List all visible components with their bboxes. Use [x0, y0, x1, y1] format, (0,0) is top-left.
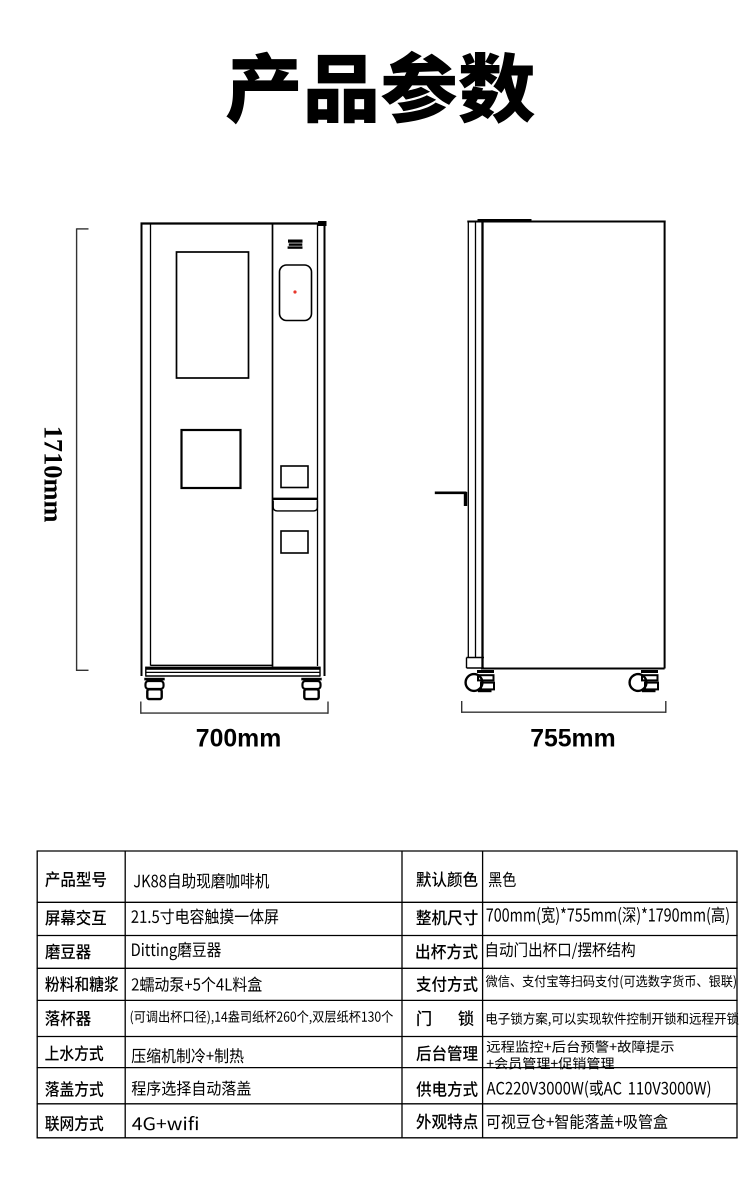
svg-text:1710mm: 1710mm: [38, 426, 68, 523]
svg-text:755mm: 755mm: [530, 726, 615, 753]
svg-text:700mm: 700mm: [196, 725, 281, 752]
